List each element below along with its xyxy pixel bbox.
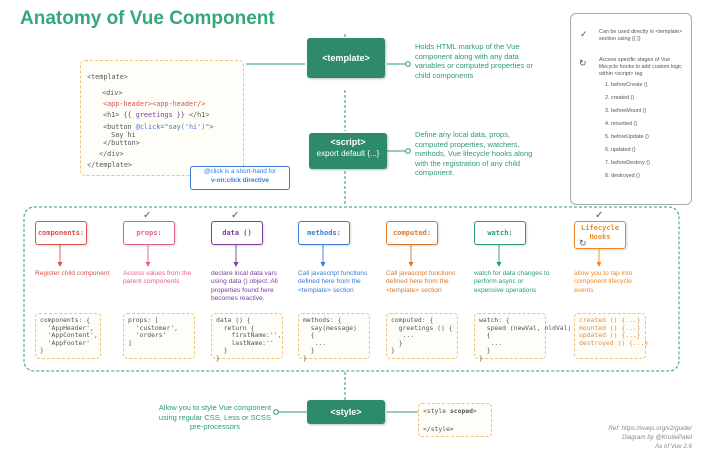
option-card: computed: (386, 221, 438, 245)
script-description: Define any local data, props, computed p… (415, 130, 533, 177)
legend-cycle-text: Access specific stages of Vue lifecycle … (599, 57, 682, 77)
option-description: Call javascript functions defined here f… (386, 270, 456, 294)
option-arrowhead (145, 262, 151, 267)
code-line: <button @click="say('hi')"> (103, 123, 214, 131)
checkmark-icon: ✓ (595, 210, 604, 221)
option-description: declare local data vars using data () ob… (211, 270, 278, 303)
code-line: <h1> {{ greetings }} </h1> (103, 111, 210, 119)
option-arrowhead (57, 262, 63, 267)
option-card: props: (123, 221, 175, 245)
option-arrowhead (320, 262, 326, 267)
script-block: <script> export default {...} (309, 133, 387, 169)
hook-item: 3. beforeMount () (605, 108, 647, 114)
checkmark-icon: ✓ (580, 29, 588, 39)
hook-item: 1. beforeCreate () (605, 82, 648, 88)
option-code-snippet: methods: { say(message) { ... } } (298, 313, 370, 362)
hook-item: 8. destroyed () (605, 173, 640, 179)
hook-item: 6. updated () (605, 147, 636, 153)
code-line: Say hi (103, 131, 136, 139)
code-line: </button> (103, 139, 140, 147)
refresh-cycle-icon: ↻ (579, 238, 587, 248)
option-code-snippet: props: [ 'customer', 'orders' ] (123, 313, 195, 359)
option-card: data () (211, 221, 263, 245)
option-code-snippet: watch: { speed (newVal, oldVal) { ... } … (474, 313, 571, 362)
option-description: allow you to tap into component lifecycl… (574, 270, 633, 294)
code-line: <div> (102, 89, 123, 97)
template-block: <template> (307, 38, 385, 78)
legend-panel: ✓ Can be used directly in <template> sec… (570, 13, 692, 205)
code-line: </div> (99, 150, 124, 158)
hook-item: 2. created () (605, 95, 635, 101)
code-line: <app-header><app-header/> (103, 100, 206, 108)
checkmark-icon: ✓ (143, 210, 152, 221)
refresh-cycle-icon: ↻ (579, 58, 587, 68)
code-line: <template> (87, 73, 128, 81)
option-code-snippet: data () { return { firstName:'', lastNam… (211, 313, 283, 362)
hook-item: 5. beforeUpdate () (605, 134, 649, 140)
option-arrowhead (233, 262, 239, 267)
code-line: </template> (87, 161, 133, 169)
template-code-snippet: <template> <div> <app-header><app-header… (80, 60, 244, 176)
option-description: Call javascript functions defined here f… (298, 270, 368, 294)
page-title: Anatomy of Vue Component (20, 8, 275, 29)
click-shorthand-note: @click is a short-hand for v-on:click di… (190, 166, 290, 190)
option-card: methods: (298, 221, 350, 245)
option-arrowhead (496, 262, 502, 267)
reference-text: Ref: https://vuejs.org/v2/guide/ Diagram… (608, 425, 692, 450)
legend-check-text: Can be used directly in <template> secti… (599, 29, 683, 42)
option-code-snippet: computed: { greetings () { ... } } (386, 313, 458, 359)
option-code-snippet: created () {...} mounted () {...} update… (574, 313, 648, 359)
style-description: Allow you to style Vue component using r… (158, 403, 272, 431)
option-card: Lifecycle Hooks (574, 221, 626, 249)
option-description: watch for data changes to perform async … (474, 270, 550, 294)
checkmark-icon: ✓ (231, 210, 240, 221)
option-description: Access values from the parent components (123, 270, 192, 286)
style-block: <style> (307, 400, 385, 424)
lifecycle-hooks-list: 1. beforeCreate () 2. created () 3. befo… (605, 82, 687, 186)
hook-item: 4. mounted () (605, 121, 638, 127)
option-card: watch: (474, 221, 526, 245)
option-description: Register child component (35, 270, 110, 277)
option-arrowhead (596, 262, 602, 267)
option-arrowhead (408, 262, 414, 267)
option-card: components: (35, 221, 87, 245)
hook-item: 7. beforeDestroy () (605, 160, 650, 166)
template-description: Holds HTML markup of the Vue component a… (415, 42, 533, 80)
option-code-snippet: components: { 'AppHeader', 'AppContent',… (35, 313, 101, 359)
style-code-snippet: <style scoped> </style> (418, 403, 492, 437)
